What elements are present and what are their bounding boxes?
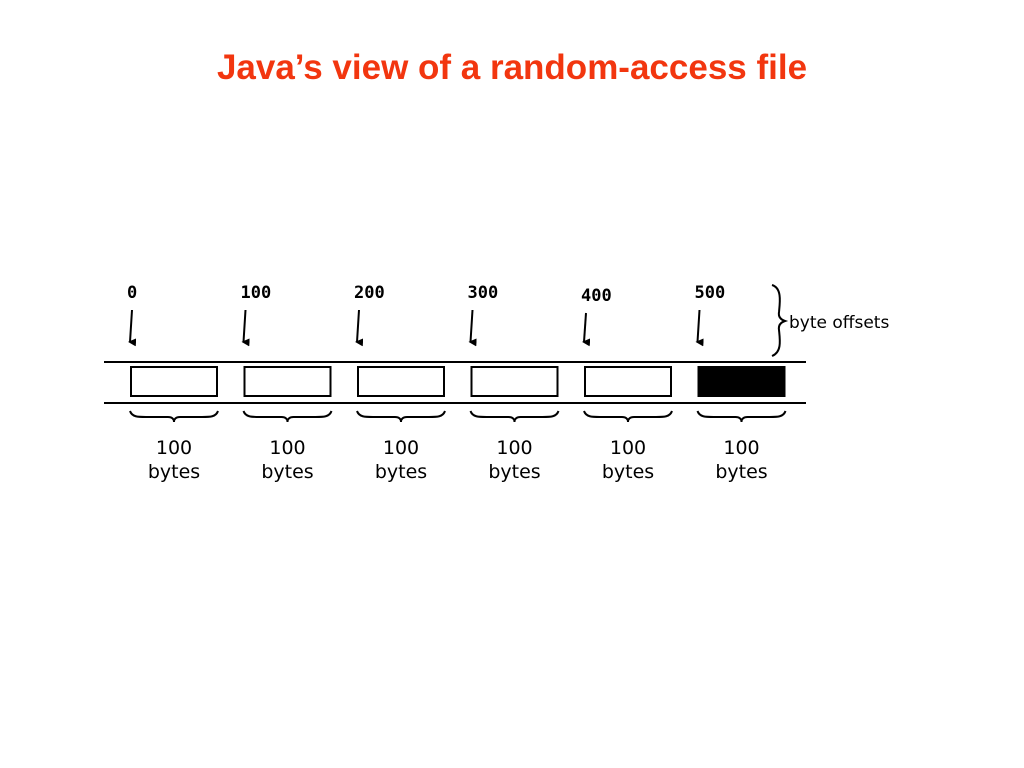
offset-label: 0 — [127, 283, 137, 303]
block-brace — [242, 410, 333, 423]
offset-arrow — [128, 309, 137, 347]
byte-offsets-label: byte offsets — [789, 313, 889, 333]
record-block — [584, 366, 672, 397]
offset-arrow — [695, 309, 704, 347]
block-size-value: 100 — [496, 437, 532, 459]
offset-arrow — [582, 312, 591, 347]
offset-arrow — [355, 309, 364, 347]
block-size-value: 100 — [156, 437, 192, 459]
record-block-filled — [697, 366, 786, 397]
block-size-value: 100 — [610, 437, 646, 459]
block-size-value: 100 — [723, 437, 759, 459]
slide-title: Java’s view of a random-access file — [216, 48, 808, 87]
offset-label: 100 — [241, 283, 272, 303]
record-block — [357, 366, 445, 397]
offset-label: 300 — [468, 283, 499, 303]
block-size-unit: bytes — [375, 461, 427, 483]
offset-markers: 0 100 200 300 400 500 — [127, 283, 726, 347]
block-brace — [129, 410, 219, 423]
block-size-value: 100 — [269, 437, 305, 459]
record-blocks: 100bytes100bytes100bytes100bytes100bytes… — [129, 366, 787, 483]
offset-label: 500 — [695, 283, 726, 303]
block-size-unit: bytes — [602, 461, 654, 483]
byte-offsets-brace — [771, 284, 789, 357]
block-size-value: 100 — [383, 437, 419, 459]
record-block — [130, 366, 218, 397]
block-size-unit: bytes — [261, 461, 313, 483]
offset-arrow — [241, 309, 250, 347]
block-brace — [469, 410, 560, 423]
block-size-unit: bytes — [715, 461, 767, 483]
offset-label: 200 — [354, 283, 385, 303]
block-brace — [696, 410, 787, 423]
offset-label: 400 — [581, 286, 612, 306]
offset-arrow — [468, 309, 477, 347]
record-block — [243, 366, 332, 397]
block-brace — [583, 410, 673, 423]
block-size-unit: bytes — [488, 461, 540, 483]
block-size-unit: bytes — [148, 461, 200, 483]
block-brace — [356, 410, 446, 423]
record-block — [470, 366, 559, 397]
